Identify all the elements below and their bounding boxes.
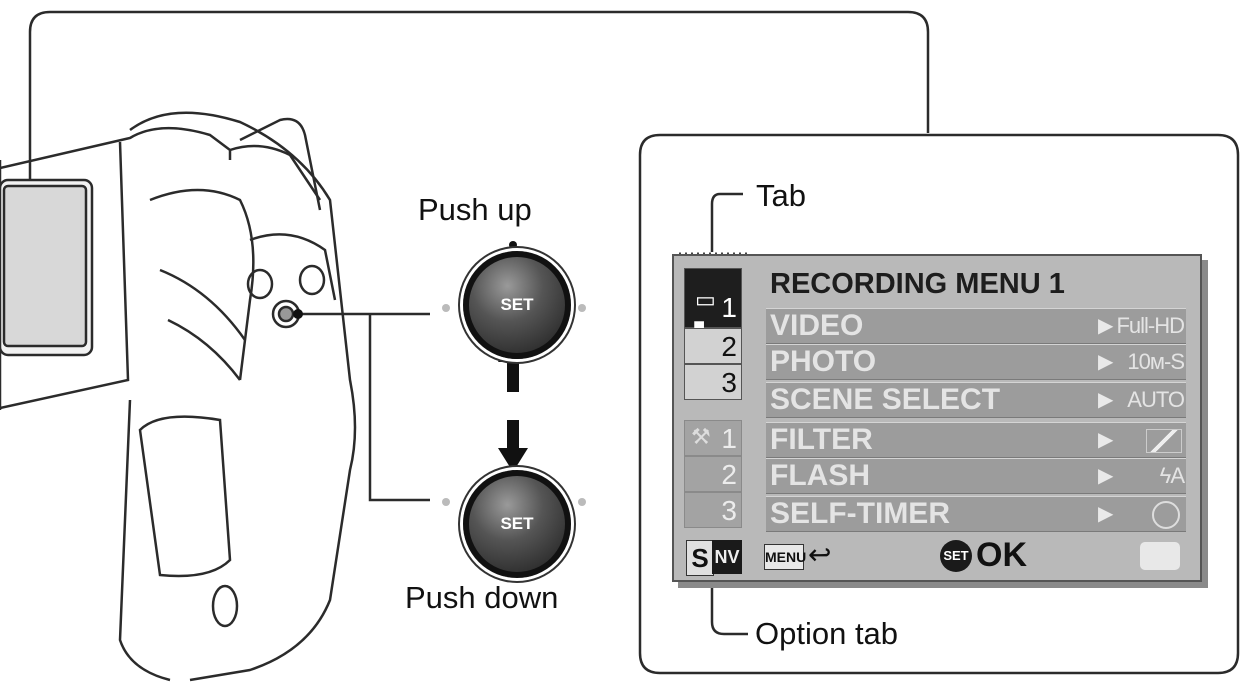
- menu-item-value: ϟA: [1159, 463, 1185, 488]
- self-timer-icon: [1152, 501, 1180, 529]
- mode-nv-indicator: NV: [712, 540, 742, 574]
- video-camera-icon: ▭: [695, 287, 716, 312]
- triangle-right-icon: ▶: [1098, 389, 1114, 411]
- battery-icon: [1140, 542, 1180, 570]
- option-tab-2[interactable]: 2: [684, 456, 742, 492]
- menu-button[interactable]: MENU: [764, 544, 806, 570]
- tab-3[interactable]: 3: [684, 364, 742, 400]
- tab-label: Tab: [756, 178, 806, 213]
- menu-item-self-timer[interactable]: SELF-TIMER ▶: [766, 496, 1186, 532]
- menu-title: RECORDING MENU 1: [770, 268, 1065, 300]
- option-tab-3[interactable]: 3: [684, 492, 742, 528]
- option-tab-1-number: 1: [721, 423, 737, 454]
- menu-item-filter[interactable]: FILTER ▶: [766, 422, 1186, 458]
- menu-item-label: PHOTO: [770, 345, 877, 378]
- menu-item-value: 10м-S: [1127, 349, 1185, 374]
- menu-item-label: SELF-TIMER: [770, 497, 950, 530]
- tab-2[interactable]: 2: [684, 328, 742, 364]
- tab-2-number: 2: [721, 331, 737, 362]
- menu-item-scene-select[interactable]: SCENE SELECT ▶ AUTO: [766, 382, 1186, 418]
- option-tab-label: Option tab: [755, 616, 899, 651]
- tab-1[interactable]: ▭ ■ 1: [684, 268, 742, 337]
- tab-3-number: 3: [721, 367, 737, 398]
- option-tab-3-number: 3: [721, 495, 737, 526]
- set-button-down[interactable]: SET: [463, 470, 571, 578]
- mode-s-indicator: S: [686, 540, 714, 576]
- triangle-right-icon: ▶: [1098, 351, 1114, 373]
- triangle-right-icon: ▶: [1098, 315, 1114, 337]
- set-button-label: SET: [500, 295, 534, 314]
- menu-item-value: Full-HD: [1116, 313, 1185, 338]
- triangle-right-icon: ▶: [1098, 503, 1114, 525]
- menu-item-label: FILTER: [770, 423, 873, 456]
- push-down-label: Push down: [405, 580, 559, 615]
- direction-dots-grey: [442, 304, 586, 506]
- push-up-label: Push up: [418, 192, 532, 227]
- option-tab-1[interactable]: ⚒ 1: [684, 420, 742, 456]
- tab-bracket: [710, 192, 748, 636]
- callout-frame-top: [28, 10, 930, 290]
- set-button-up[interactable]: SET: [463, 251, 571, 359]
- callout-frame-bottom: [638, 133, 1240, 675]
- menu-item-flash[interactable]: FLASH ▶ ϟA: [766, 458, 1186, 494]
- menu-item-video[interactable]: VIDEO ▶ Full-HD: [766, 308, 1186, 344]
- triangle-right-icon: ▶: [1098, 429, 1114, 451]
- menu-item-label: FLASH: [770, 459, 870, 492]
- tab-1-number: 1: [721, 292, 737, 323]
- connector-lines: [295, 312, 430, 502]
- triangle-right-icon: ▶: [1098, 465, 1114, 487]
- set-button-label: SET: [500, 514, 534, 533]
- filter-off-icon: [1146, 429, 1182, 453]
- set-mini-icon: SET: [940, 540, 972, 572]
- connector-dot: [293, 309, 303, 319]
- menu-item-label: VIDEO: [770, 309, 864, 342]
- menu-item-photo[interactable]: PHOTO ▶ 10м-S: [766, 344, 1186, 380]
- camera-body: [0, 111, 357, 682]
- ok-label: OK: [976, 536, 1027, 574]
- menu-item-value: AUTO: [1127, 387, 1185, 412]
- return-arrow-icon: ↩: [808, 539, 832, 570]
- recording-menu-screen: RECORDING MENU 1 ▭ ■ 1 2 3 ⚒ 1 2 3 VIDEO…: [672, 254, 1202, 582]
- menu-item-label: SCENE SELECT: [770, 383, 1001, 416]
- wrench-icon: ⚒: [691, 424, 711, 449]
- option-tab-2-number: 2: [721, 459, 737, 490]
